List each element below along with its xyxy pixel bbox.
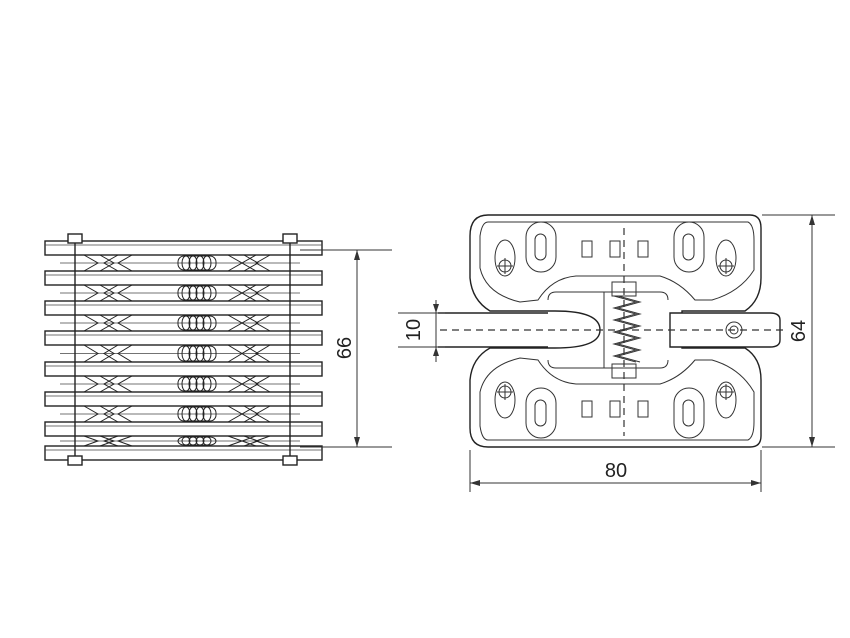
coil-housing	[177, 255, 217, 271]
plate-2	[44, 270, 323, 286]
coil-housing	[177, 376, 217, 392]
lower-windows	[581, 400, 649, 418]
lower-left-slot	[525, 387, 557, 439]
coil-housing	[177, 436, 217, 446]
frame-outline	[469, 214, 762, 448]
plate-6	[44, 391, 323, 407]
lower-right-slot	[673, 387, 705, 439]
plate-stack	[44, 240, 323, 461]
coil-housing	[177, 406, 217, 422]
plate-8	[44, 445, 323, 461]
plate-7	[44, 421, 323, 437]
bolt-nut-bottom-left	[67, 455, 83, 466]
coil-housing	[177, 315, 217, 331]
upper-right-slot	[673, 221, 705, 273]
rivet-upper-right	[715, 239, 737, 277]
plate-4	[44, 330, 323, 346]
front-view	[438, 214, 785, 448]
plate-1	[44, 240, 323, 256]
dimension-label-80: 80	[605, 460, 627, 482]
bolt-head-top-left	[67, 233, 83, 244]
plate-3	[44, 300, 323, 316]
plate-5	[44, 361, 323, 377]
bolt-head-top-right	[282, 233, 298, 244]
dimension-66: 66	[300, 249, 392, 448]
rivet-lower-left	[494, 381, 516, 419]
dimension-10: 10	[398, 300, 445, 362]
dimension-label-64: 64	[788, 320, 810, 342]
rivet-upper-left	[494, 239, 516, 277]
dimension-label-66: 66	[334, 337, 356, 359]
upper-windows	[581, 240, 649, 258]
dimension-80: 80	[469, 450, 762, 492]
side-view	[44, 233, 323, 466]
rivet-lower-right	[715, 381, 737, 419]
upper-left-slot	[525, 221, 557, 273]
dimension-64: 64	[762, 214, 835, 448]
bolt-nut-bottom-right	[282, 455, 298, 466]
dimension-label-10: 10	[403, 319, 425, 341]
coil-housing	[177, 285, 217, 301]
coil-housing	[177, 345, 217, 362]
